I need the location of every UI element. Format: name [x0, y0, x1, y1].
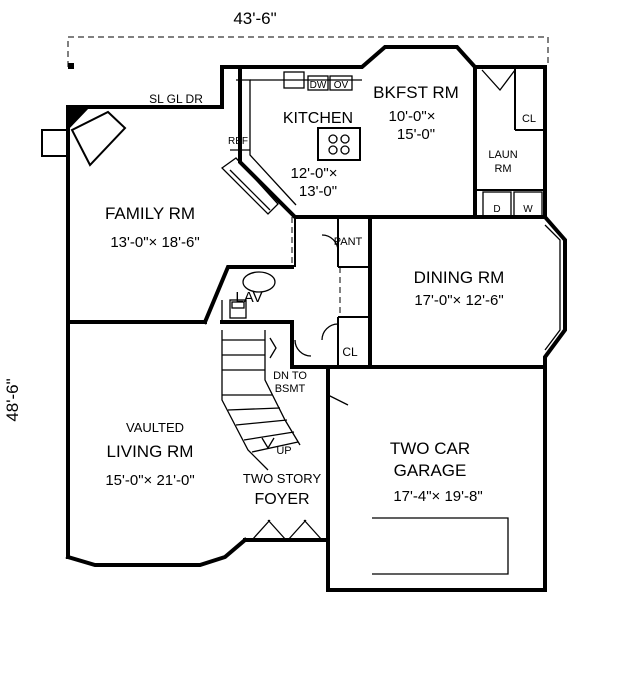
bkfst-room-name: BKFST RM — [373, 83, 459, 102]
foyer-name: FOYER — [254, 491, 309, 508]
garage-name-a: TWO CAR — [390, 439, 470, 458]
family-room-size: 13'-0"× 18'-6" — [110, 234, 199, 251]
kitchen-size-a: 12'-0"× — [291, 165, 338, 182]
island-cooktop — [317, 127, 361, 161]
dining-room-size: 17'-0"× 12'-6" — [414, 292, 503, 309]
bkfst-room-size-a: 10'-0"× — [389, 108, 436, 125]
family-room-name: FAMILY RM — [105, 204, 195, 223]
laundry-closet-label: CL — [522, 113, 536, 125]
washer-label: W — [523, 204, 533, 215]
refrigerator-label: REF — [228, 136, 248, 147]
washer-icon — [513, 191, 543, 218]
pantry-label: PANT — [334, 236, 363, 248]
foyer-prefix: TWO STORY — [243, 471, 322, 486]
slider-label: SL GL DR — [149, 92, 203, 106]
overall-width-label: 43'-6" — [233, 9, 276, 28]
overall-width-dimension — [67, 36, 549, 69]
dryer-label: D — [493, 204, 500, 215]
kitchen-size-b: 13'-0" — [299, 183, 337, 200]
living-room-name: LIVING RM — [107, 442, 194, 461]
oven-label: OV — [334, 80, 349, 91]
living-room-prefix: VAULTED — [126, 420, 184, 435]
staircase — [221, 330, 301, 471]
stairs-down-label-a: DN TO — [273, 370, 307, 382]
dryer-icon — [482, 191, 512, 218]
bkfst-room-size-b: 15'-0" — [397, 126, 435, 143]
sink-icon — [283, 71, 305, 89]
stairs-up-label: UP — [276, 445, 291, 457]
laundry-name-b: RM — [494, 163, 511, 175]
lav-label: LAV — [235, 289, 262, 306]
garage-size: 17'-4"× 19'-8" — [393, 488, 482, 505]
stairs-down-label-b: BSMT — [275, 383, 306, 395]
garage-car-outline — [372, 517, 509, 575]
exterior-walls — [65, 45, 567, 592]
foyer-closet-label: CL — [342, 345, 358, 359]
overall-depth-label: 48'-6" — [3, 378, 22, 421]
garage-name-b: GARAGE — [394, 461, 467, 480]
dining-room-name: DINING RM — [414, 268, 505, 287]
fireplace-icon — [41, 107, 127, 167]
interior-details — [41, 46, 561, 575]
kitchen-name: KITCHEN — [283, 110, 353, 127]
laundry-name-a: LAUN — [488, 149, 517, 161]
dishwasher-label: DW — [310, 80, 327, 91]
living-room-size: 15'-0"× 21'-0" — [105, 472, 194, 489]
